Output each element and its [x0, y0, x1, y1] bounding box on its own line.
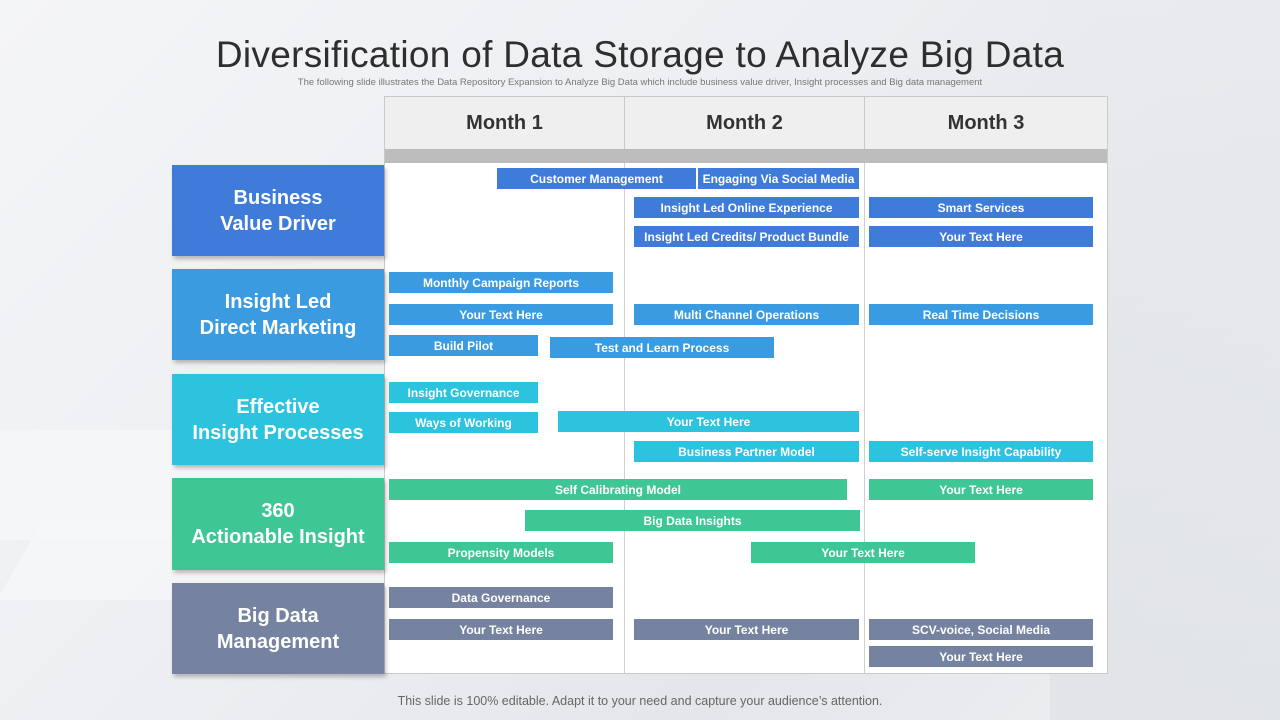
task-bar: SCV-voice, Social Media: [869, 619, 1093, 640]
task-bar: Your Text Here: [869, 226, 1093, 247]
task-bar: Your Text Here: [751, 542, 975, 563]
category-effective-insight-processes: Effective Insight Processes: [172, 374, 384, 465]
task-bar: Test and Learn Process: [550, 337, 774, 358]
task-bar: Your Text Here: [558, 411, 859, 432]
task-bar: Self Calibrating Model: [389, 479, 847, 500]
task-bar: Monthly Campaign Reports: [389, 272, 613, 293]
task-bar: Customer Management: [497, 168, 696, 189]
category-360-actionable-insight: 360 Actionable Insight: [172, 478, 384, 570]
column-divider: [864, 163, 865, 673]
category-business-value-driver: Business Value Driver: [172, 165, 384, 256]
task-bar: Self-serve Insight Capability: [869, 441, 1093, 462]
task-bar: Ways of Working: [389, 412, 538, 433]
task-bar: Your Text Here: [389, 304, 613, 325]
task-bar: Smart Services: [869, 197, 1093, 218]
task-bar: Data Governance: [389, 587, 613, 608]
footer-note: This slide is 100% editable. Adapt it to…: [397, 694, 883, 708]
task-bar: Propensity Models: [389, 542, 613, 563]
page-title: Diversification of Data Storage to Analy…: [215, 34, 1065, 75]
task-bar: Your Text Here: [389, 619, 613, 640]
month-header-2: Month 2: [625, 97, 865, 149]
task-bar: Real Time Decisions: [869, 304, 1093, 325]
task-bar: Your Text Here: [869, 646, 1093, 667]
task-bar: Your Text Here: [634, 619, 859, 640]
page-subtitle: The following slide illustrates the Data…: [297, 77, 983, 88]
task-bar: Build Pilot: [389, 335, 538, 356]
category-big-data-management: Big Data Management: [172, 583, 384, 674]
task-bar: Insight Governance: [389, 382, 538, 403]
task-bar: Engaging Via Social Media: [698, 168, 859, 189]
task-bar: Insight Led Credits/ Product Bundle: [634, 226, 859, 247]
category-insight-led-direct-marketing: Insight Led Direct Marketing: [172, 269, 384, 360]
month-header-1: Month 1: [385, 97, 625, 149]
task-bar: Big Data Insights: [525, 510, 860, 531]
task-bar: Insight Led Online Experience: [634, 197, 859, 218]
header-band: [385, 149, 1107, 163]
task-bar: Business Partner Model: [634, 441, 859, 462]
month-header-3: Month 3: [865, 97, 1107, 149]
task-bar: Your Text Here: [869, 479, 1093, 500]
task-bar: Multi Channel Operations: [634, 304, 859, 325]
